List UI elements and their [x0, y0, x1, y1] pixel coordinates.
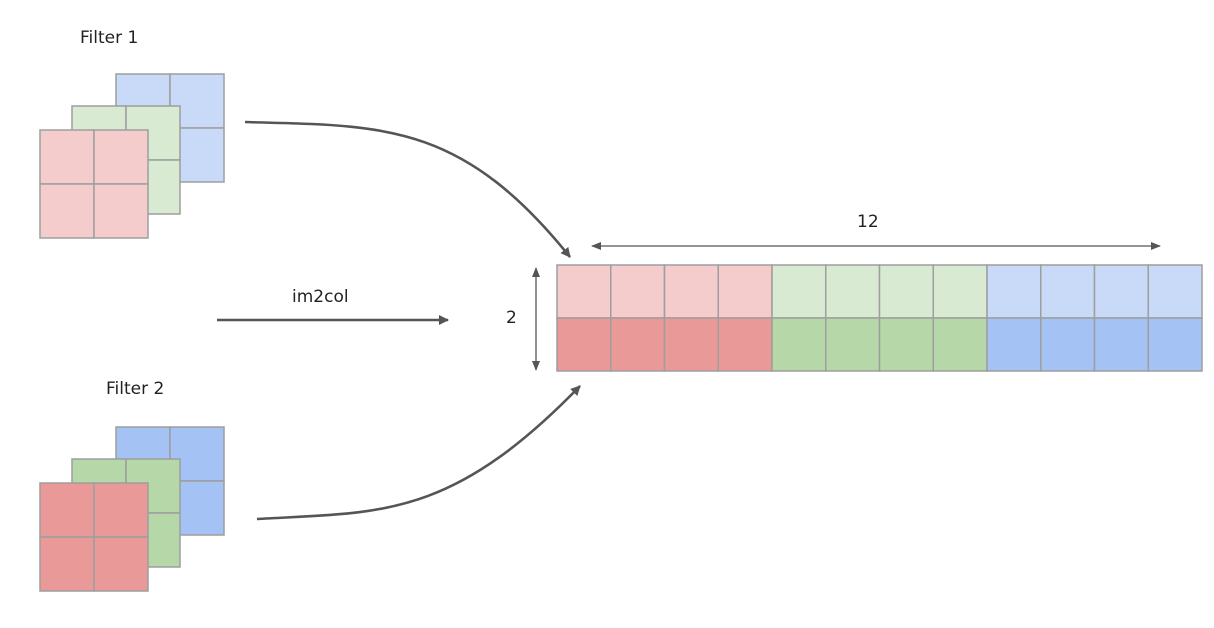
filter1-layer-3-cell — [39, 183, 95, 239]
matrix-cell — [1040, 264, 1096, 319]
filter2-layer-3-cell — [93, 536, 149, 592]
matrix-cell — [878, 317, 934, 372]
filter2-layer-3-cell — [39, 482, 95, 538]
matrix-cell — [771, 317, 827, 372]
filter2-layer-3-cell — [93, 482, 149, 538]
im2col-matrix — [556, 264, 1203, 372]
matrix-cell — [663, 264, 719, 319]
matrix-cell — [663, 317, 719, 372]
matrix-cell — [932, 317, 988, 372]
filter1-layer-3-cell — [39, 129, 95, 185]
matrix-cell — [610, 264, 666, 319]
im2col-label: im2col — [292, 287, 349, 307]
matrix-height-label: 2 — [506, 308, 517, 328]
matrix-cell — [1040, 317, 1096, 372]
filter2-title: Filter 2 — [106, 379, 165, 399]
matrix-cell — [825, 264, 881, 319]
filter1-arrow — [244, 120, 572, 258]
matrix-cell — [1147, 317, 1203, 372]
matrix-cell — [556, 264, 612, 319]
filter2-stack — [39, 426, 225, 592]
filter1-stack — [39, 73, 225, 239]
matrix-cell — [610, 317, 666, 372]
matrix-width-label: 12 — [857, 212, 879, 232]
matrix-cell — [1093, 264, 1149, 319]
matrix-cell — [1093, 317, 1149, 372]
matrix-cell — [878, 264, 934, 319]
matrix-cell — [986, 317, 1042, 372]
filter1-layer-3-cell — [93, 129, 149, 185]
matrix-cell — [771, 264, 827, 319]
matrix-cell — [556, 317, 612, 372]
matrix-cell — [986, 264, 1042, 319]
matrix-cell — [825, 317, 881, 372]
matrix-cell — [717, 264, 773, 319]
filter1-title: Filter 1 — [80, 28, 139, 48]
matrix-cell — [1147, 264, 1203, 319]
filter2-arrow — [256, 385, 581, 521]
filter2-layer-3-cell — [39, 536, 95, 592]
matrix-cell — [932, 264, 988, 319]
matrix-cell — [717, 317, 773, 372]
filter1-layer-3-cell — [93, 183, 149, 239]
